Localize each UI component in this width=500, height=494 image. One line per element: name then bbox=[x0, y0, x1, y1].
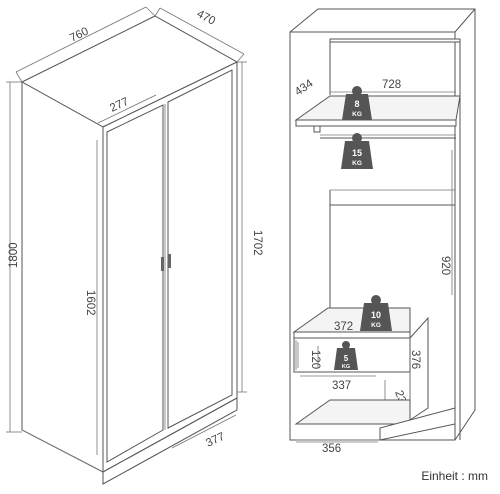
load-shelf-value: 8 bbox=[354, 99, 359, 109]
dim-height-body: 1702 bbox=[251, 230, 263, 256]
dim-hanging-height: 920 bbox=[439, 256, 451, 275]
carcass bbox=[290, 9, 475, 440]
open-wardrobe: 728 434 920 372 120 337 376 239 35 bbox=[290, 9, 475, 455]
top-panel bbox=[330, 39, 460, 42]
dim-drawer-front-height: 120 bbox=[309, 350, 321, 369]
dim-drawer-inner-width: 337 bbox=[332, 380, 351, 392]
side-face bbox=[22, 82, 103, 472]
unit-note: Einheit : mm bbox=[421, 469, 488, 483]
dim-door-height: 1602 bbox=[84, 290, 96, 316]
dim-depth: 470 bbox=[195, 8, 218, 28]
load-rail-unit: KG bbox=[352, 160, 362, 167]
load-rail-value: 15 bbox=[352, 148, 362, 158]
load-shelf-unit: KG bbox=[352, 111, 362, 118]
dim-drawer-width: 372 bbox=[334, 321, 353, 333]
dim-drawer-side-height: 376 bbox=[409, 350, 421, 369]
dim-height-total: 1800 bbox=[8, 242, 20, 268]
load-drawer-unit: KG bbox=[342, 364, 350, 370]
rail-bracket bbox=[314, 126, 320, 132]
closed-wardrobe: 760 470 1800 1702 277 1602 377 bbox=[6, 7, 263, 484]
left-door bbox=[107, 105, 163, 462]
load-drawer-top-unit: KG bbox=[371, 322, 381, 329]
handle-left bbox=[161, 257, 164, 271]
dim-width: 760 bbox=[68, 25, 91, 44]
handle-right bbox=[168, 254, 171, 268]
load-drawer-value: 5 bbox=[344, 354, 349, 363]
dim-plinth-depth: 377 bbox=[204, 431, 226, 450]
dim-shelf-width: 728 bbox=[382, 79, 401, 91]
right-door bbox=[168, 70, 232, 428]
shelf-edge bbox=[296, 120, 456, 126]
dim-base-width: 356 bbox=[322, 443, 341, 455]
load-drawer-top-value: 10 bbox=[371, 310, 381, 320]
